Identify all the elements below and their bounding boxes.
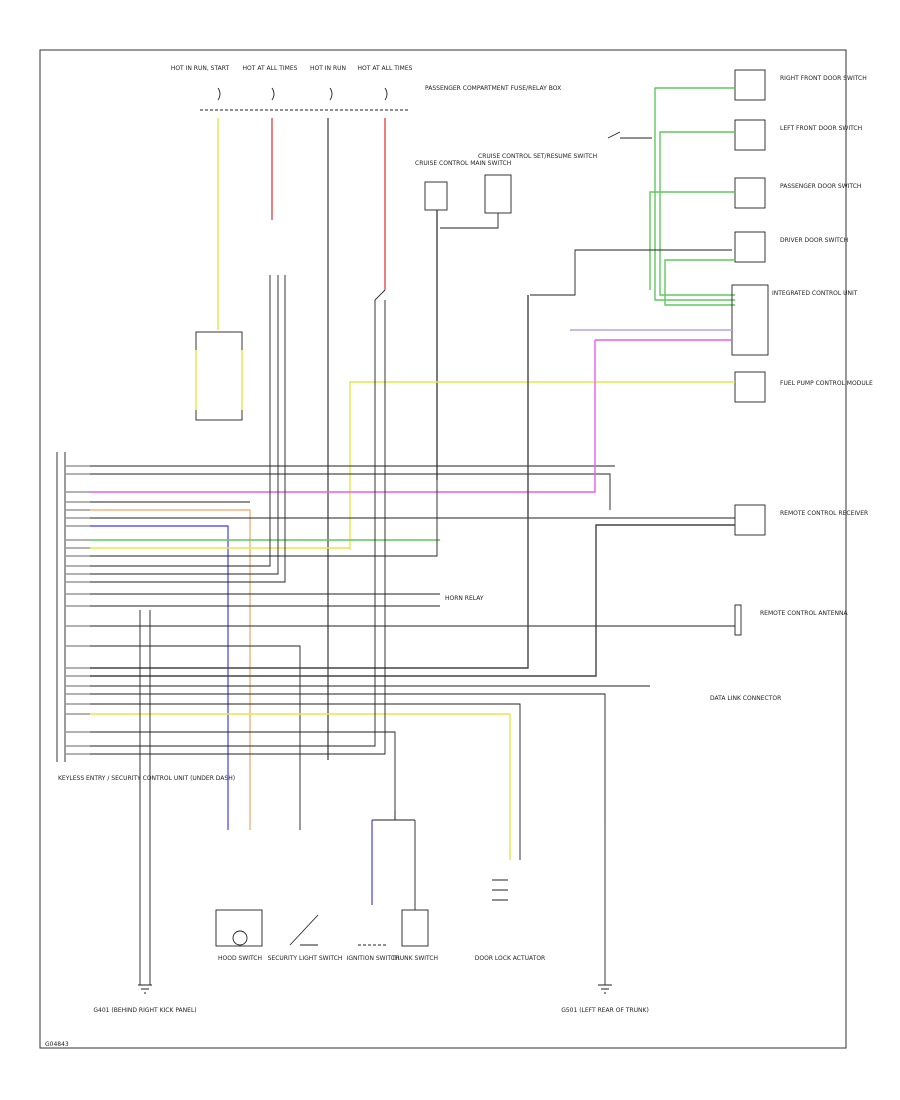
harness-orange xyxy=(90,509,251,830)
harness-red-up xyxy=(90,289,386,747)
door-switch-4 xyxy=(734,231,766,263)
fuse-panel-label: PASSENGER COMPARTMENT FUSE/RELAY BOX xyxy=(425,85,561,92)
right-module-label-4: REMOTE CONTROL ANTENNA xyxy=(760,610,848,617)
right-switch-label-1: RIGHT FRONT DOOR SWITCH xyxy=(780,75,867,82)
hood-switch-circle xyxy=(232,930,248,946)
door-switch-2 xyxy=(734,119,766,151)
security-switch xyxy=(289,914,319,946)
splice-door xyxy=(607,131,652,139)
bottom-device-label-4: TRUNK SWITCH xyxy=(391,955,438,962)
bottom-device-label-5: DOOR LOCK ACTUATOR xyxy=(475,955,545,962)
harness-pink xyxy=(90,340,596,493)
bottom-device-label-1: HOOD SWITCH xyxy=(218,955,262,962)
right-switch-label-2: LEFT FRONT DOOR SWITCH xyxy=(780,125,862,132)
harness-ignition xyxy=(90,731,396,820)
footer-code: G04843 xyxy=(45,1041,69,1048)
data-link-label: DATA LINK CONNECTOR xyxy=(710,695,781,702)
harness-g501 xyxy=(90,693,606,830)
harness-gray-up-1 xyxy=(90,275,271,567)
door-switch-group: RIGHT FRONT DOOR SWITCH LEFT FRONT DOOR … xyxy=(734,69,867,263)
harness-cruise xyxy=(90,480,438,557)
remote-receiver xyxy=(734,504,766,536)
wire-cruise-set xyxy=(440,213,499,229)
harness-receiver-2 xyxy=(90,524,735,677)
right-module-label-2: FUEL PUMP CONTROL MODULE xyxy=(780,380,873,387)
top-device-label-1: CRUISE CONTROL MAIN SWITCH xyxy=(415,160,511,167)
harness-blue xyxy=(90,525,229,830)
ground-label-1: G401 (BEHIND RIGHT KICK PANEL) xyxy=(93,1007,196,1014)
module-label: KEYLESS ENTRY / SECURITY CONTROL UNIT (U… xyxy=(58,775,235,782)
right-module-label-1: INTEGRATED CONTROL UNIT xyxy=(772,290,858,297)
wire-yellow-fuelpump xyxy=(349,381,735,550)
harness-yellow-lock xyxy=(90,713,511,860)
bottom-device-label-2: SECURITY LIGHT SWITCH xyxy=(268,955,343,962)
right-switch-label-4: DRIVER DOOR SWITCH xyxy=(780,237,848,244)
hood-switch xyxy=(215,909,263,947)
fuse-label-2: HOT AT ALL TIMES xyxy=(243,65,298,72)
harness-gray-up-2 xyxy=(90,275,279,575)
wire-green-door-3 xyxy=(649,191,735,290)
wire-green-door-2 xyxy=(659,131,735,296)
cruise-set-switch-box xyxy=(484,174,512,214)
integrated-control-unit xyxy=(731,284,769,356)
harness-2 xyxy=(90,473,611,510)
horn-relay-label: HORN RELAY xyxy=(445,595,484,602)
ground-symbol-g401 xyxy=(138,984,152,994)
relay-box xyxy=(195,331,243,421)
diagram-border xyxy=(39,49,847,1049)
trunk-switch-box xyxy=(401,909,429,947)
bottom-device-label-3: IGNITION SWITCH xyxy=(347,955,400,962)
right-module-label-3: REMOTE CONTROL RECEIVER xyxy=(780,510,868,517)
ground-symbol-g501 xyxy=(598,984,612,994)
ground-label-2: G501 (LEFT REAR OF TRUNK) xyxy=(561,1007,649,1014)
top-device-label-2: CRUISE CONTROL SET/RESUME SWITCH xyxy=(478,153,597,160)
fuse-label-4: HOT AT ALL TIMES xyxy=(358,65,413,72)
harness-security xyxy=(90,645,301,830)
wire-green-door-4 xyxy=(664,259,735,306)
door-switch-1 xyxy=(734,69,766,101)
fuse-label-1: HOT IN RUN, START xyxy=(171,65,230,72)
wire-green-door-1 xyxy=(654,87,735,301)
top-fuse-group: HOT IN RUN, START HOT AT ALL TIMES HOT I… xyxy=(171,65,561,111)
cruise-main-switch-box xyxy=(424,181,448,211)
harness-ign-2 xyxy=(90,300,386,755)
remote-antenna xyxy=(734,604,742,636)
door-switch-3 xyxy=(734,177,766,209)
ignition-split xyxy=(372,810,415,821)
wire-ground-g401 xyxy=(139,610,151,985)
harness-lock-2 xyxy=(90,703,521,860)
harness-icu xyxy=(90,295,529,669)
module-pins xyxy=(66,465,90,755)
fuse-symbols xyxy=(217,87,388,101)
fuse-label-3: HOT IN RUN xyxy=(310,65,346,72)
fuel-pump-module xyxy=(734,371,766,403)
right-switch-label-3: PASSENGER DOOR SWITCH xyxy=(780,183,861,190)
lock-actuator-pins xyxy=(492,879,508,901)
harness-gray-up-3 xyxy=(90,275,286,583)
wire-gray-icu-1 xyxy=(530,249,732,296)
